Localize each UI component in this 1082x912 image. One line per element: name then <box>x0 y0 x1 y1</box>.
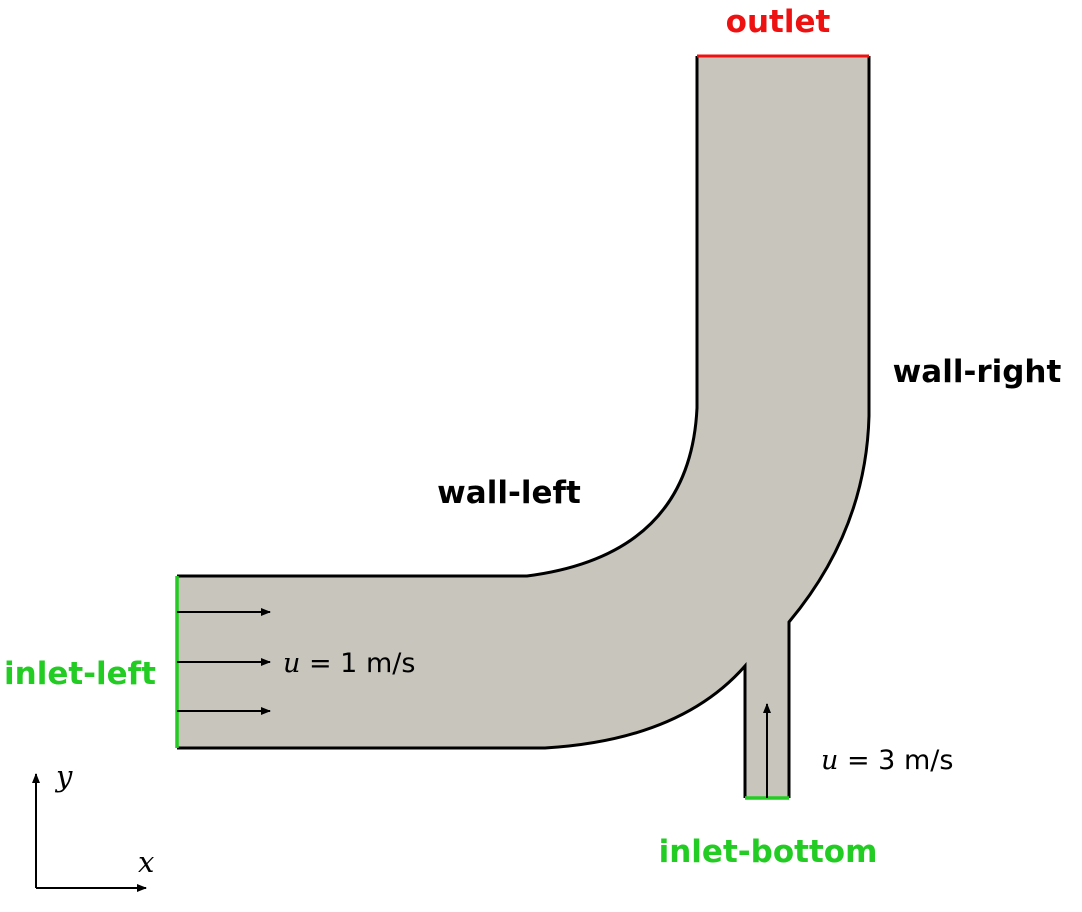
outlet-label: outlet <box>726 4 831 40</box>
velocity-bottom-variable: u <box>821 745 838 776</box>
y-axis-label: y <box>54 759 73 793</box>
x-axis-label: x <box>138 845 154 879</box>
wall-left-boundary <box>177 56 699 578</box>
velocity-left-value: = 1 m/s <box>300 648 415 679</box>
fluid-domain <box>177 56 869 798</box>
velocity-left-label: u = 1 m/s <box>283 648 415 679</box>
inlet-left-label: inlet-left <box>4 656 156 692</box>
wall-lower-boundary <box>177 662 747 798</box>
wall-right-boundary <box>787 56 871 798</box>
velocity-bottom-value: = 3 m/s <box>838 745 953 776</box>
wall-left-label: wall-left <box>437 475 581 511</box>
velocity-bottom-label: u = 3 m/s <box>821 745 953 776</box>
inlet-bottom-label: inlet-bottom <box>659 834 878 870</box>
wall-right-label: wall-right <box>893 354 1062 390</box>
velocity-left-variable: u <box>283 648 300 679</box>
